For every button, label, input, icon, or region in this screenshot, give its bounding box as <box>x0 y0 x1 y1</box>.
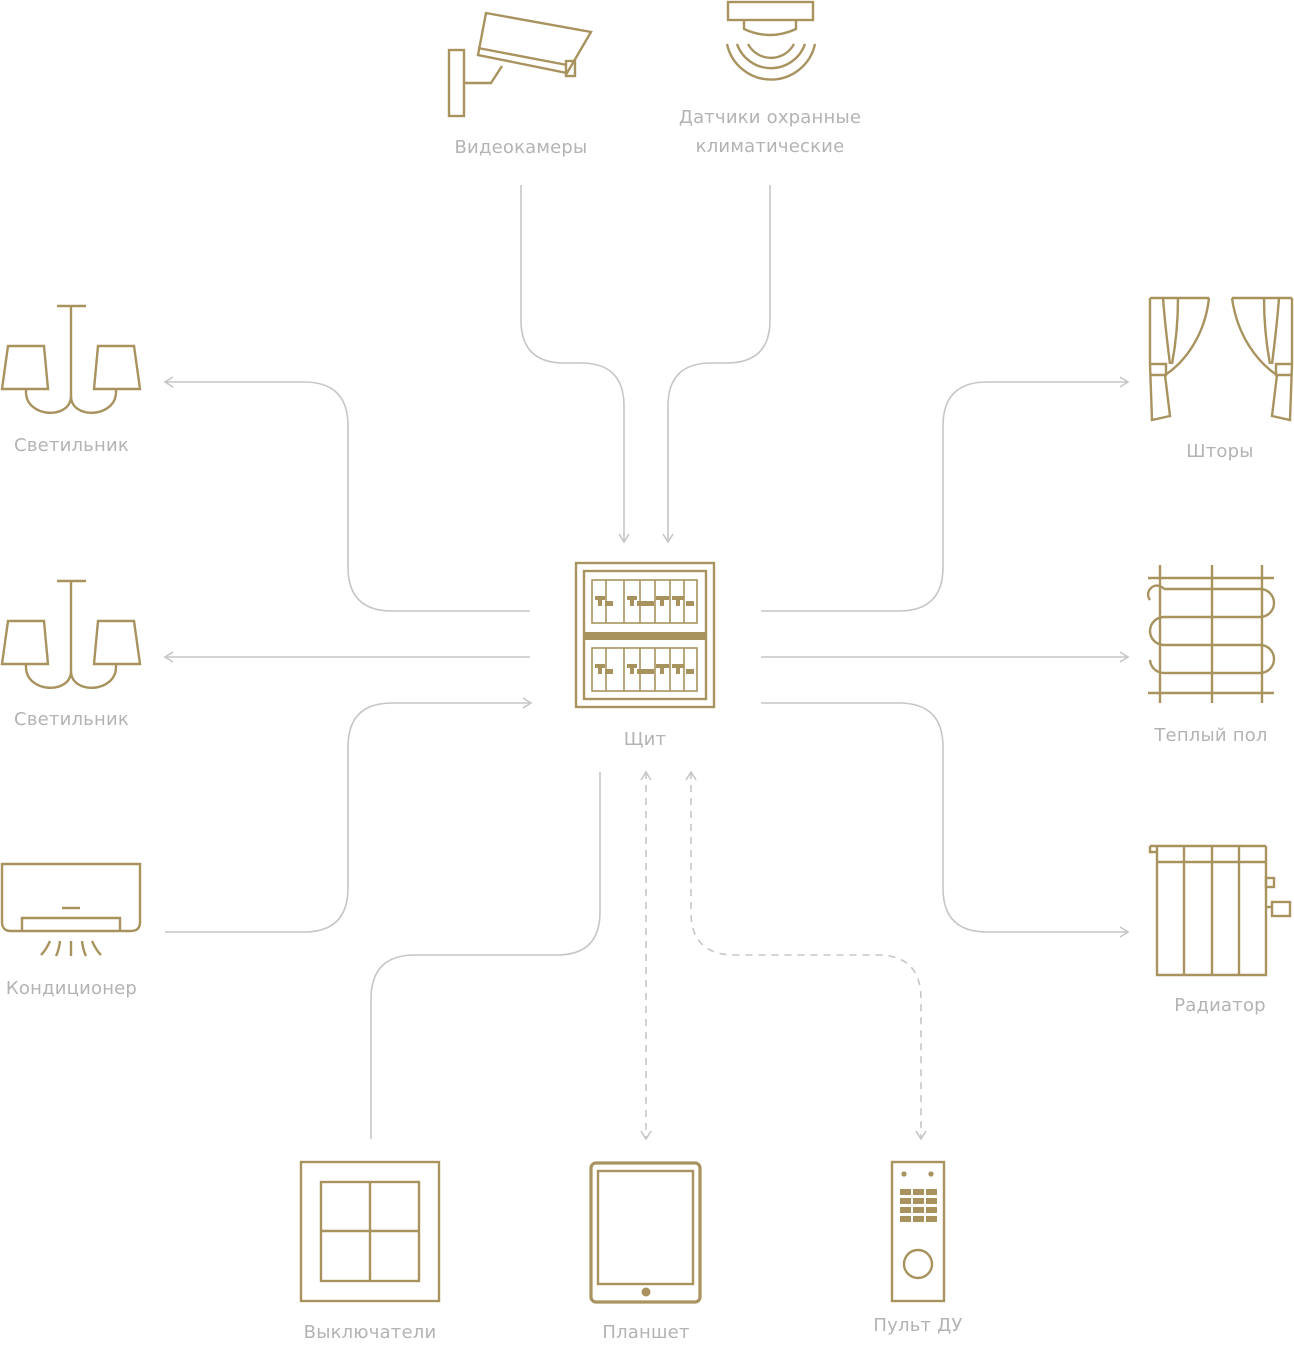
chandelier-icon <box>0 579 142 689</box>
connector-ac-panel <box>165 697 533 933</box>
curtains-label: Шторы <box>1186 441 1254 462</box>
connector-cameras-panel <box>520 185 630 544</box>
connector-sensors-panel <box>662 185 771 544</box>
sensors-label-line1: Датчики охранные <box>678 107 862 128</box>
ac-label: Кондиционер <box>5 978 138 999</box>
panel-label: Щит <box>623 729 667 750</box>
connector-panel-radiator <box>761 702 1130 938</box>
connector-panel-curtains <box>761 376 1130 612</box>
ceiling-sensor-icon <box>725 0 817 81</box>
chandelier-icon <box>0 304 142 414</box>
electrical-panel-icon <box>574 561 716 709</box>
connector-panel-remote <box>685 770 927 1141</box>
remote-label: Пульт ДУ <box>873 1315 963 1336</box>
security-camera-icon <box>447 11 593 118</box>
connector-panel-switches <box>370 772 601 1139</box>
lamp2-label: Светильник <box>14 709 129 730</box>
connector-panel-lamp1 <box>163 376 530 612</box>
wall-switch-icon <box>299 1160 441 1303</box>
sensors-label-line2: климатические <box>695 136 845 157</box>
heated-floor-icon <box>1146 565 1276 703</box>
curtains-icon <box>1148 296 1294 422</box>
cameras-label: Видеокамеры <box>454 137 588 158</box>
connectors <box>163 185 1130 1141</box>
tablet-icon <box>589 1161 702 1304</box>
tablet-label: Планшет <box>602 1322 690 1343</box>
radiator-icon <box>1148 844 1292 977</box>
switches-label: Выключатели <box>303 1322 437 1343</box>
remote-control-icon <box>890 1160 946 1303</box>
floor-label: Теплый пол <box>1154 725 1268 746</box>
lamp1-label: Светильник <box>14 435 129 456</box>
air-conditioner-icon <box>0 862 142 957</box>
radiator-label: Радиатор <box>1174 995 1266 1016</box>
